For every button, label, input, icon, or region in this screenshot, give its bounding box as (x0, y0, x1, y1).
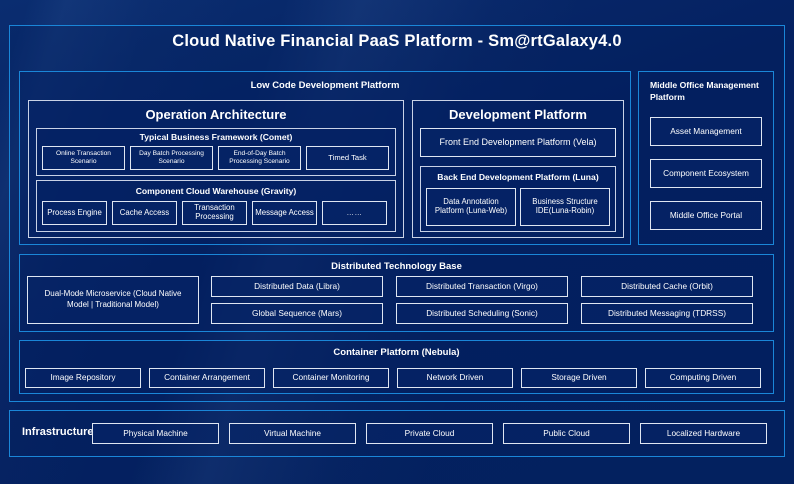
chip-front-end-development-platform[interactable]: Front End Development Platform (Vela) (420, 128, 616, 157)
distributed-technology-base-title: Distributed Technology Base (331, 261, 462, 272)
chip-online-transaction-scenario[interactable]: Online Transaction Scenario (42, 146, 125, 170)
chip-computing-driven[interactable]: Computing Driven (645, 368, 761, 388)
chip-day-batch-processing-scenario[interactable]: Day Batch Processing Scenario (130, 146, 213, 170)
chip-distributed-transaction[interactable]: Distributed Transaction (Virgo) (396, 276, 568, 297)
chip-end-of-day-batch-processing-scenario[interactable]: End-of-Day Batch Processing Scenario (218, 146, 301, 170)
chip-process-engine[interactable]: Process Engine (42, 201, 107, 225)
chip-storage-driven[interactable]: Storage Driven (521, 368, 637, 388)
middle-office-title: Middle Office Management Platform (650, 80, 759, 102)
component-cloud-warehouse-title: Component Cloud Warehouse (Gravity) (135, 186, 297, 196)
chip-virtual-machine[interactable]: Virtual Machine (229, 423, 356, 444)
chip-container-monitoring[interactable]: Container Monitoring (273, 368, 389, 388)
chip-public-cloud[interactable]: Public Cloud (503, 423, 630, 444)
chip-distributed-messaging[interactable]: Distributed Messaging (TDRSS) (581, 303, 753, 324)
chip-network-driven[interactable]: Network Driven (397, 368, 513, 388)
chip-data-annotation-platform[interactable]: Data Annotation Platform (Luna-Web) (426, 188, 516, 226)
back-end-development-platform-title: Back End Development Platform (Luna) (437, 172, 599, 182)
typical-business-framework-title: Typical Business Framework (Comet) (139, 132, 293, 142)
chip-dual-mode-microservice[interactable]: Dual-Mode Microservice (Cloud Native Mod… (27, 276, 199, 324)
chip-more-ellipsis[interactable]: …… (322, 201, 387, 225)
chip-cache-access[interactable]: Cache Access (112, 201, 177, 225)
chip-image-repository[interactable]: Image Repository (25, 368, 141, 388)
chip-distributed-scheduling[interactable]: Distributed Scheduling (Sonic) (396, 303, 568, 324)
chip-private-cloud[interactable]: Private Cloud (366, 423, 493, 444)
low-code-platform-title: Low Code Development Platform (250, 80, 400, 91)
chip-distributed-data[interactable]: Distributed Data (Libra) (211, 276, 383, 297)
chip-business-structure-ide[interactable]: Business Structure IDE(Luna-Robin) (520, 188, 610, 226)
chip-container-arrangement[interactable]: Container Arrangement (149, 368, 265, 388)
chip-transaction-processing[interactable]: Transaction Processing (182, 201, 247, 225)
chip-asset-management[interactable]: Asset Management (650, 117, 762, 146)
chip-localized-hardware[interactable]: Localized Hardware (640, 423, 767, 444)
chip-timed-task[interactable]: Timed Task (306, 146, 389, 170)
chip-global-sequence[interactable]: Global Sequence (Mars) (211, 303, 383, 324)
page-title: Cloud Native Financial PaaS Platform - S… (172, 32, 622, 50)
development-platform-title: Development Platform (449, 107, 587, 122)
infrastructure-label: Infrastructure (22, 426, 94, 438)
container-platform-title: Container Platform (Nebula) (333, 347, 460, 358)
chip-physical-machine[interactable]: Physical Machine (92, 423, 219, 444)
chip-component-ecosystem[interactable]: Component Ecosystem (650, 159, 762, 188)
chip-message-access[interactable]: Message Access (252, 201, 317, 225)
chip-distributed-cache[interactable]: Distributed Cache (Orbit) (581, 276, 753, 297)
chip-middle-office-portal[interactable]: Middle Office Portal (650, 201, 762, 230)
operation-architecture-title: Operation Architecture (145, 107, 287, 122)
